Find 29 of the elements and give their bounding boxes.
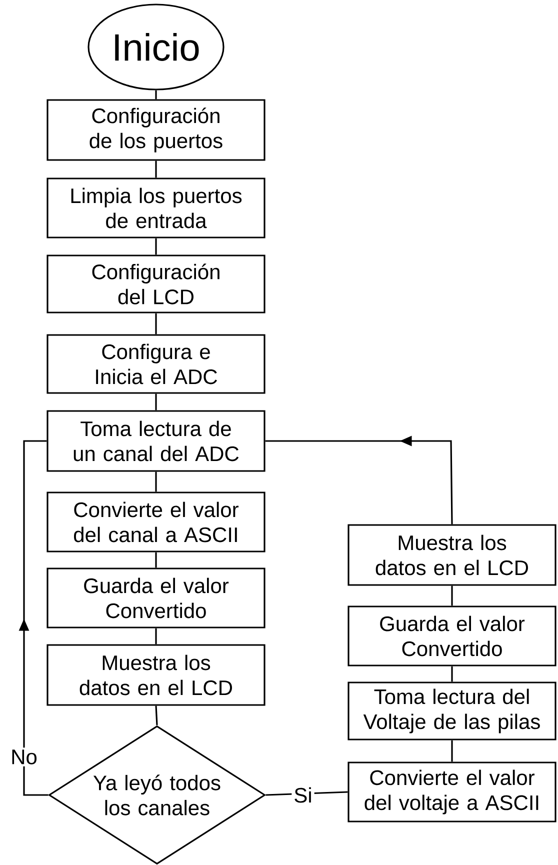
process-box: Configura e Inicia el ADC [46,334,266,394]
process-box: Configuración de los puertos [46,99,266,161]
connector [155,160,157,178]
connector [266,791,348,796]
process-box: Configuración del LCD [46,254,266,314]
connector [155,472,157,492]
connector [451,666,453,682]
connector [155,313,157,334]
start-oval: Inicio [88,4,224,90]
process-box: Convierte el valor del canal a ASCII [46,492,266,552]
edge-label: No [8,748,40,766]
connector [451,586,453,606]
process-box: Convierte el valor del voltaje a ASCII [348,762,556,822]
connector [18,440,48,796]
edge-label: Si [292,785,314,805]
connector [155,628,157,644]
connector [155,394,157,410]
connector [155,90,157,100]
process-box: Toma lectura del Voltaje de las pilas [348,682,556,740]
process-box: Toma lectura de un canal del ADC [46,410,266,472]
process-box: Muestra los datos en el LCD [46,644,266,706]
process-box: Limpia los puertos de entrada [46,178,266,238]
process-box: Muestra los datos en el LCD [348,524,556,586]
connector [155,706,158,726]
connector [155,552,157,568]
connector [155,238,157,255]
process-box: Guarda el valor Convertido [46,568,266,628]
connector [451,740,453,762]
process-box: Guarda el valor Convertido [348,606,556,666]
